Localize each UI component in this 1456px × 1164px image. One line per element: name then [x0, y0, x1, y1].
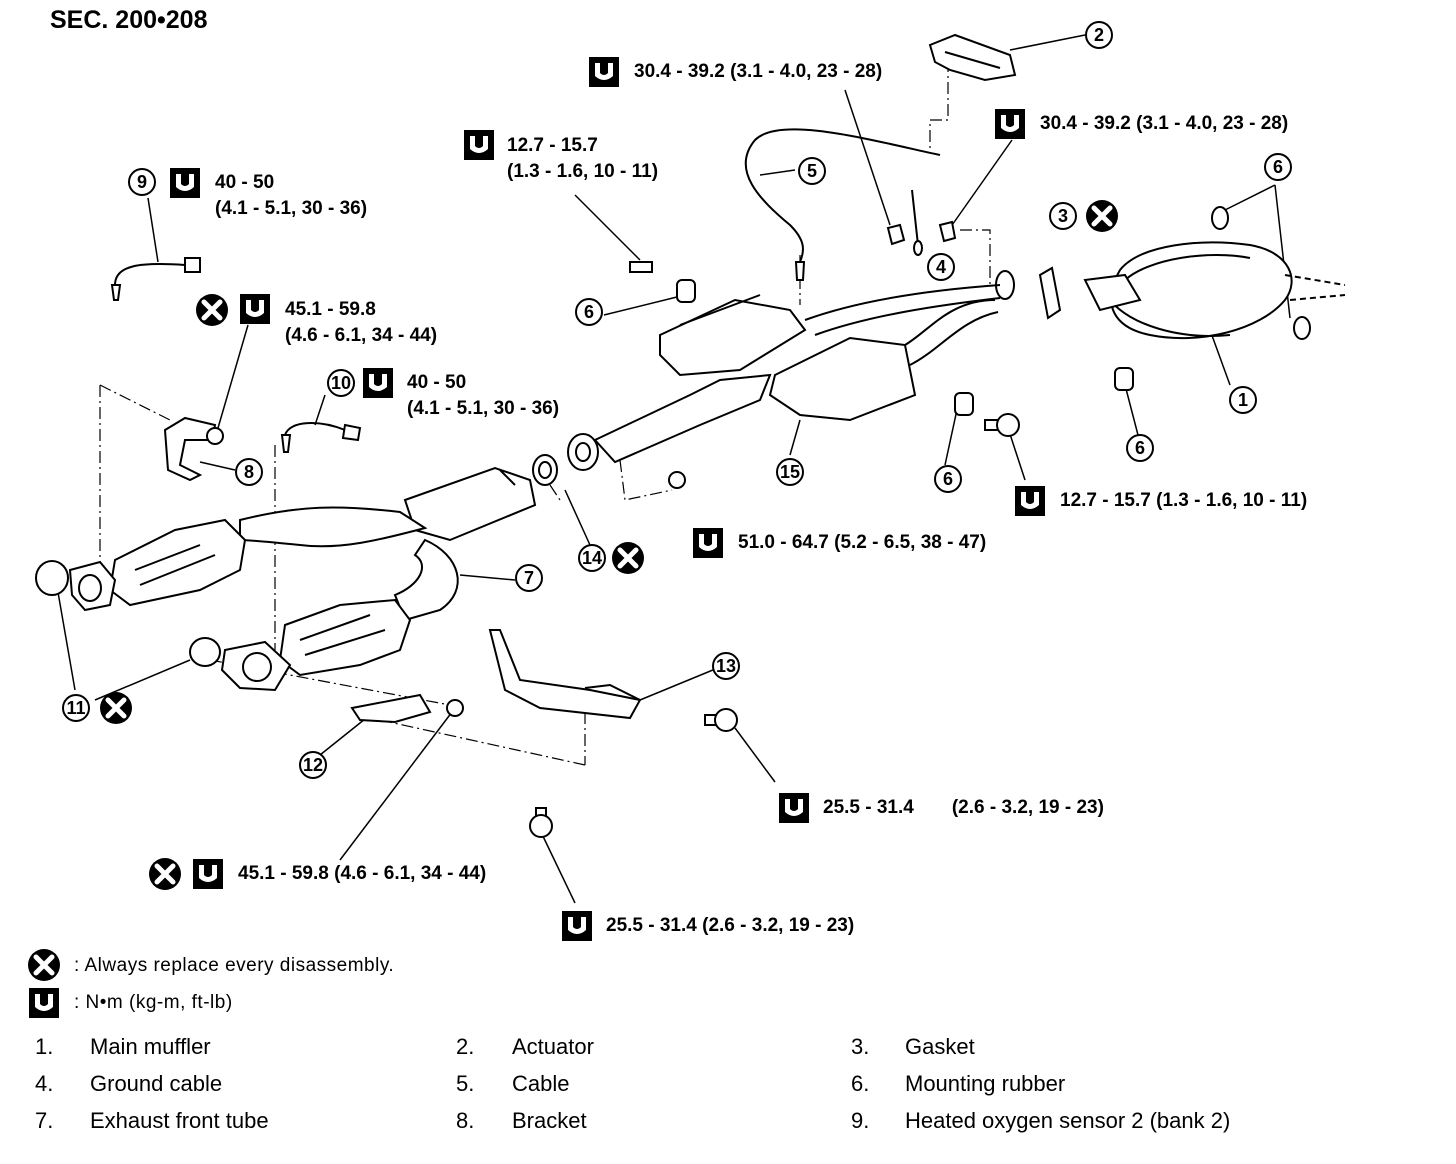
part-9-num: 9. [851, 1108, 870, 1133]
torque-right-nut: 30.4 - 39.2 (3.1 - 4.0, 23 - 28) [1040, 113, 1289, 134]
torque-sensor-10: 40 - 50 (4.1 - 5.1, 30 - 36) [407, 370, 559, 422]
part-6-name: Mounting rubber [905, 1071, 1066, 1096]
callout-1: 1 [1229, 386, 1257, 414]
svg-text:3: 3 [1058, 206, 1068, 226]
svg-text:14: 14 [582, 548, 602, 568]
section-title: SEC. 200•208 [50, 6, 208, 34]
svg-text:11: 11 [66, 698, 85, 718]
part-1-num: 1. [35, 1034, 54, 1059]
callout-7: 7 [515, 564, 543, 592]
torque-bolt-bottom: 25.5 - 31.4 (2.6 - 3.2, 19 - 23) [606, 915, 855, 936]
svg-text:6: 6 [584, 302, 594, 322]
torque-bolt-13: 25.5 - 31.4 (2.6 - 3.2, 19 - 23) [823, 797, 1104, 818]
callout-2: 2 [1085, 21, 1113, 49]
callout-9: 9 [128, 168, 156, 196]
callout-5: 5 [798, 157, 826, 185]
svg-text:6: 6 [1135, 438, 1145, 458]
torque-nut-14: 51.0 - 64.7 (5.2 - 6.5, 38 - 47) [738, 532, 987, 553]
svg-text:8: 8 [244, 462, 254, 482]
part-5-num: 5. [456, 1071, 475, 1096]
torque-nut-12: 45.1 - 59.8 (4.6 - 6.1, 34 - 44) [238, 863, 487, 884]
callout-4: 4 [927, 253, 955, 281]
callout-14: 14 [578, 544, 606, 572]
part-5-name: Cable [512, 1071, 570, 1096]
callout-6d: 6 [934, 465, 962, 493]
callout-15: 15 [776, 458, 804, 486]
svg-text:10: 10 [331, 373, 351, 393]
torque-nut-8-value: 45.1 - 59.8 [285, 299, 376, 320]
svg-text:2: 2 [1094, 25, 1104, 45]
exhaust-drawing [35, 33, 1346, 838]
callout-6a: 6 [575, 298, 603, 326]
callout-3: 3 [1049, 202, 1077, 230]
callout-11: 11 [62, 694, 90, 722]
svg-text:5: 5 [807, 161, 817, 181]
callout-8: 8 [235, 458, 263, 486]
legend-replace: : Always replace every disassembly. [74, 955, 395, 976]
torque-bolt-upper-value: 12.7 - 15.7 [507, 135, 598, 156]
svg-text:6: 6 [1273, 157, 1283, 177]
part-7-name: Exhaust front tube [90, 1108, 269, 1133]
svg-text:9: 9 [137, 172, 147, 192]
part-9-name: Heated oxygen sensor 2 (bank 2) [905, 1108, 1231, 1133]
part-4-num: 4. [35, 1071, 54, 1096]
torque-sensor-9-value: 40 - 50 [215, 172, 275, 193]
part-2-num: 2. [456, 1034, 475, 1059]
torque-actuator: 30.4 - 39.2 (3.1 - 4.0, 23 - 28) [634, 61, 883, 82]
torque-sensor-10-value: 40 - 50 [407, 372, 467, 393]
svg-text:4: 4 [936, 257, 946, 277]
torque-sensor-10-units: (4.1 - 5.1, 30 - 36) [407, 398, 560, 419]
svg-text:1: 1 [1238, 390, 1248, 410]
callout-10: 10 [327, 369, 355, 397]
torque-bolt-right: 12.7 - 15.7 (1.3 - 1.6, 10 - 11) [1060, 490, 1308, 511]
callout-6b: 6 [1264, 153, 1292, 181]
part-1-name: Main muffler [90, 1034, 211, 1059]
svg-text:6: 6 [943, 469, 953, 489]
svg-text:13: 13 [716, 656, 736, 676]
callout-6c: 6 [1126, 434, 1154, 462]
torque-sensor-9-units: (4.1 - 5.1, 30 - 36) [215, 198, 368, 219]
part-3-name: Gasket [905, 1034, 975, 1059]
callout-13: 13 [712, 652, 740, 680]
torque-nut-8: 45.1 - 59.8 (4.6 - 6.1, 34 - 44) [285, 297, 437, 349]
torque-bolt-upper-units: (1.3 - 1.6, 10 - 11) [507, 161, 659, 182]
leader-lines [54, 34, 1291, 904]
svg-text:12: 12 [303, 755, 323, 775]
part-8-num: 8. [456, 1108, 475, 1133]
callout-bubbles: 1 2 3 4 5 6 6 6 6 7 8 9 10 11 12 13 14 1… [62, 21, 1292, 779]
part-6-num: 6. [851, 1071, 870, 1096]
legend-units: : N•m (kg-m, ft-lb) [74, 992, 233, 1013]
torque-sensor-9: 40 - 50 (4.1 - 5.1, 30 - 36) [215, 170, 367, 222]
part-4-name: Ground cable [90, 1071, 223, 1096]
callout-12: 12 [299, 751, 327, 779]
part-8-name: Bracket [512, 1108, 587, 1133]
part-2-name: Actuator [512, 1034, 594, 1059]
part-3-num: 3. [851, 1034, 870, 1059]
torque-bolt-upper: 12.7 - 15.7 (1.3 - 1.6, 10 - 11) [507, 133, 658, 185]
svg-text:7: 7 [524, 568, 534, 588]
svg-text:15: 15 [780, 462, 800, 482]
part-7-num: 7. [35, 1108, 54, 1133]
torque-nut-8-units: (4.6 - 6.1, 34 - 44) [285, 325, 438, 346]
